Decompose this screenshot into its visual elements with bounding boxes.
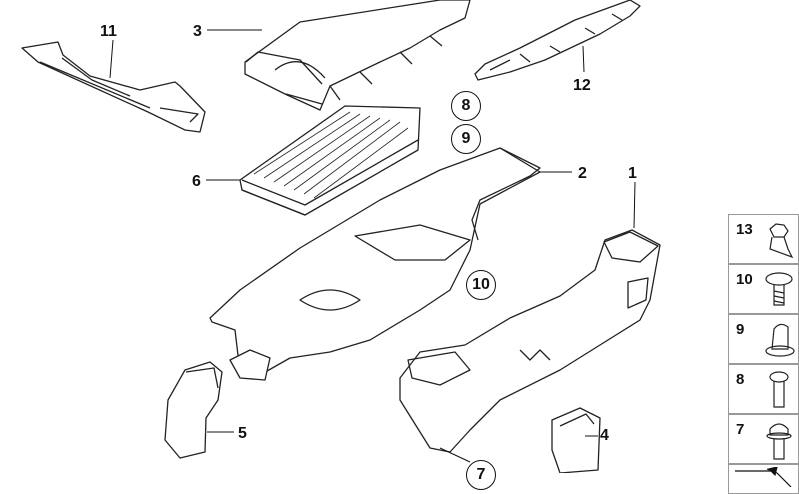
arrow-placeholder-icon: [735, 467, 792, 487]
pan-screw-icon: [765, 272, 793, 306]
callout-2: 2: [578, 165, 587, 182]
circled-callout-7: 7: [466, 460, 496, 490]
part-12-bracket: [474, 0, 641, 81]
circled-callout-9: 9: [451, 124, 481, 154]
callout-6: 6: [192, 173, 201, 190]
callout-5: 5: [238, 425, 247, 442]
expanding-nut-icon: [765, 323, 795, 357]
parts-diagram: [21, 0, 661, 473]
part-1-air-duct: [399, 229, 661, 453]
callout-1: 1: [628, 165, 637, 182]
callout-3: 3: [193, 23, 202, 40]
part-11-duct-cover: [21, 41, 206, 133]
circled-callout-10: 10: [466, 270, 496, 300]
circled-callout-8: 8: [451, 91, 481, 121]
leader-lines: [109, 29, 636, 463]
callout-12: 12: [573, 77, 591, 94]
legend-item-10: 10: [728, 264, 799, 314]
part-2-filter-housing: [209, 147, 541, 381]
legend-item-8: 8: [728, 364, 799, 414]
part-4-duct-piece: [551, 407, 601, 473]
legend-item-arrow: [728, 464, 799, 494]
legend-item-13: 13: [728, 214, 799, 264]
legend-item-9: 9: [728, 314, 799, 364]
callout-11: 11: [100, 23, 117, 40]
part-5-elbow-duct: [164, 361, 223, 459]
fastener-legend: 13 10 9 8 7: [728, 214, 799, 494]
hex-flange-bolt-icon: [766, 423, 792, 460]
part-3-housing-cover: [244, 0, 471, 111]
round-head-bolt-icon: [769, 371, 789, 408]
legend-item-7: 7: [728, 414, 799, 464]
clip-nut-icon: [769, 223, 794, 259]
callout-4: 4: [600, 427, 609, 444]
part-6-cabin-filter: [239, 105, 421, 216]
